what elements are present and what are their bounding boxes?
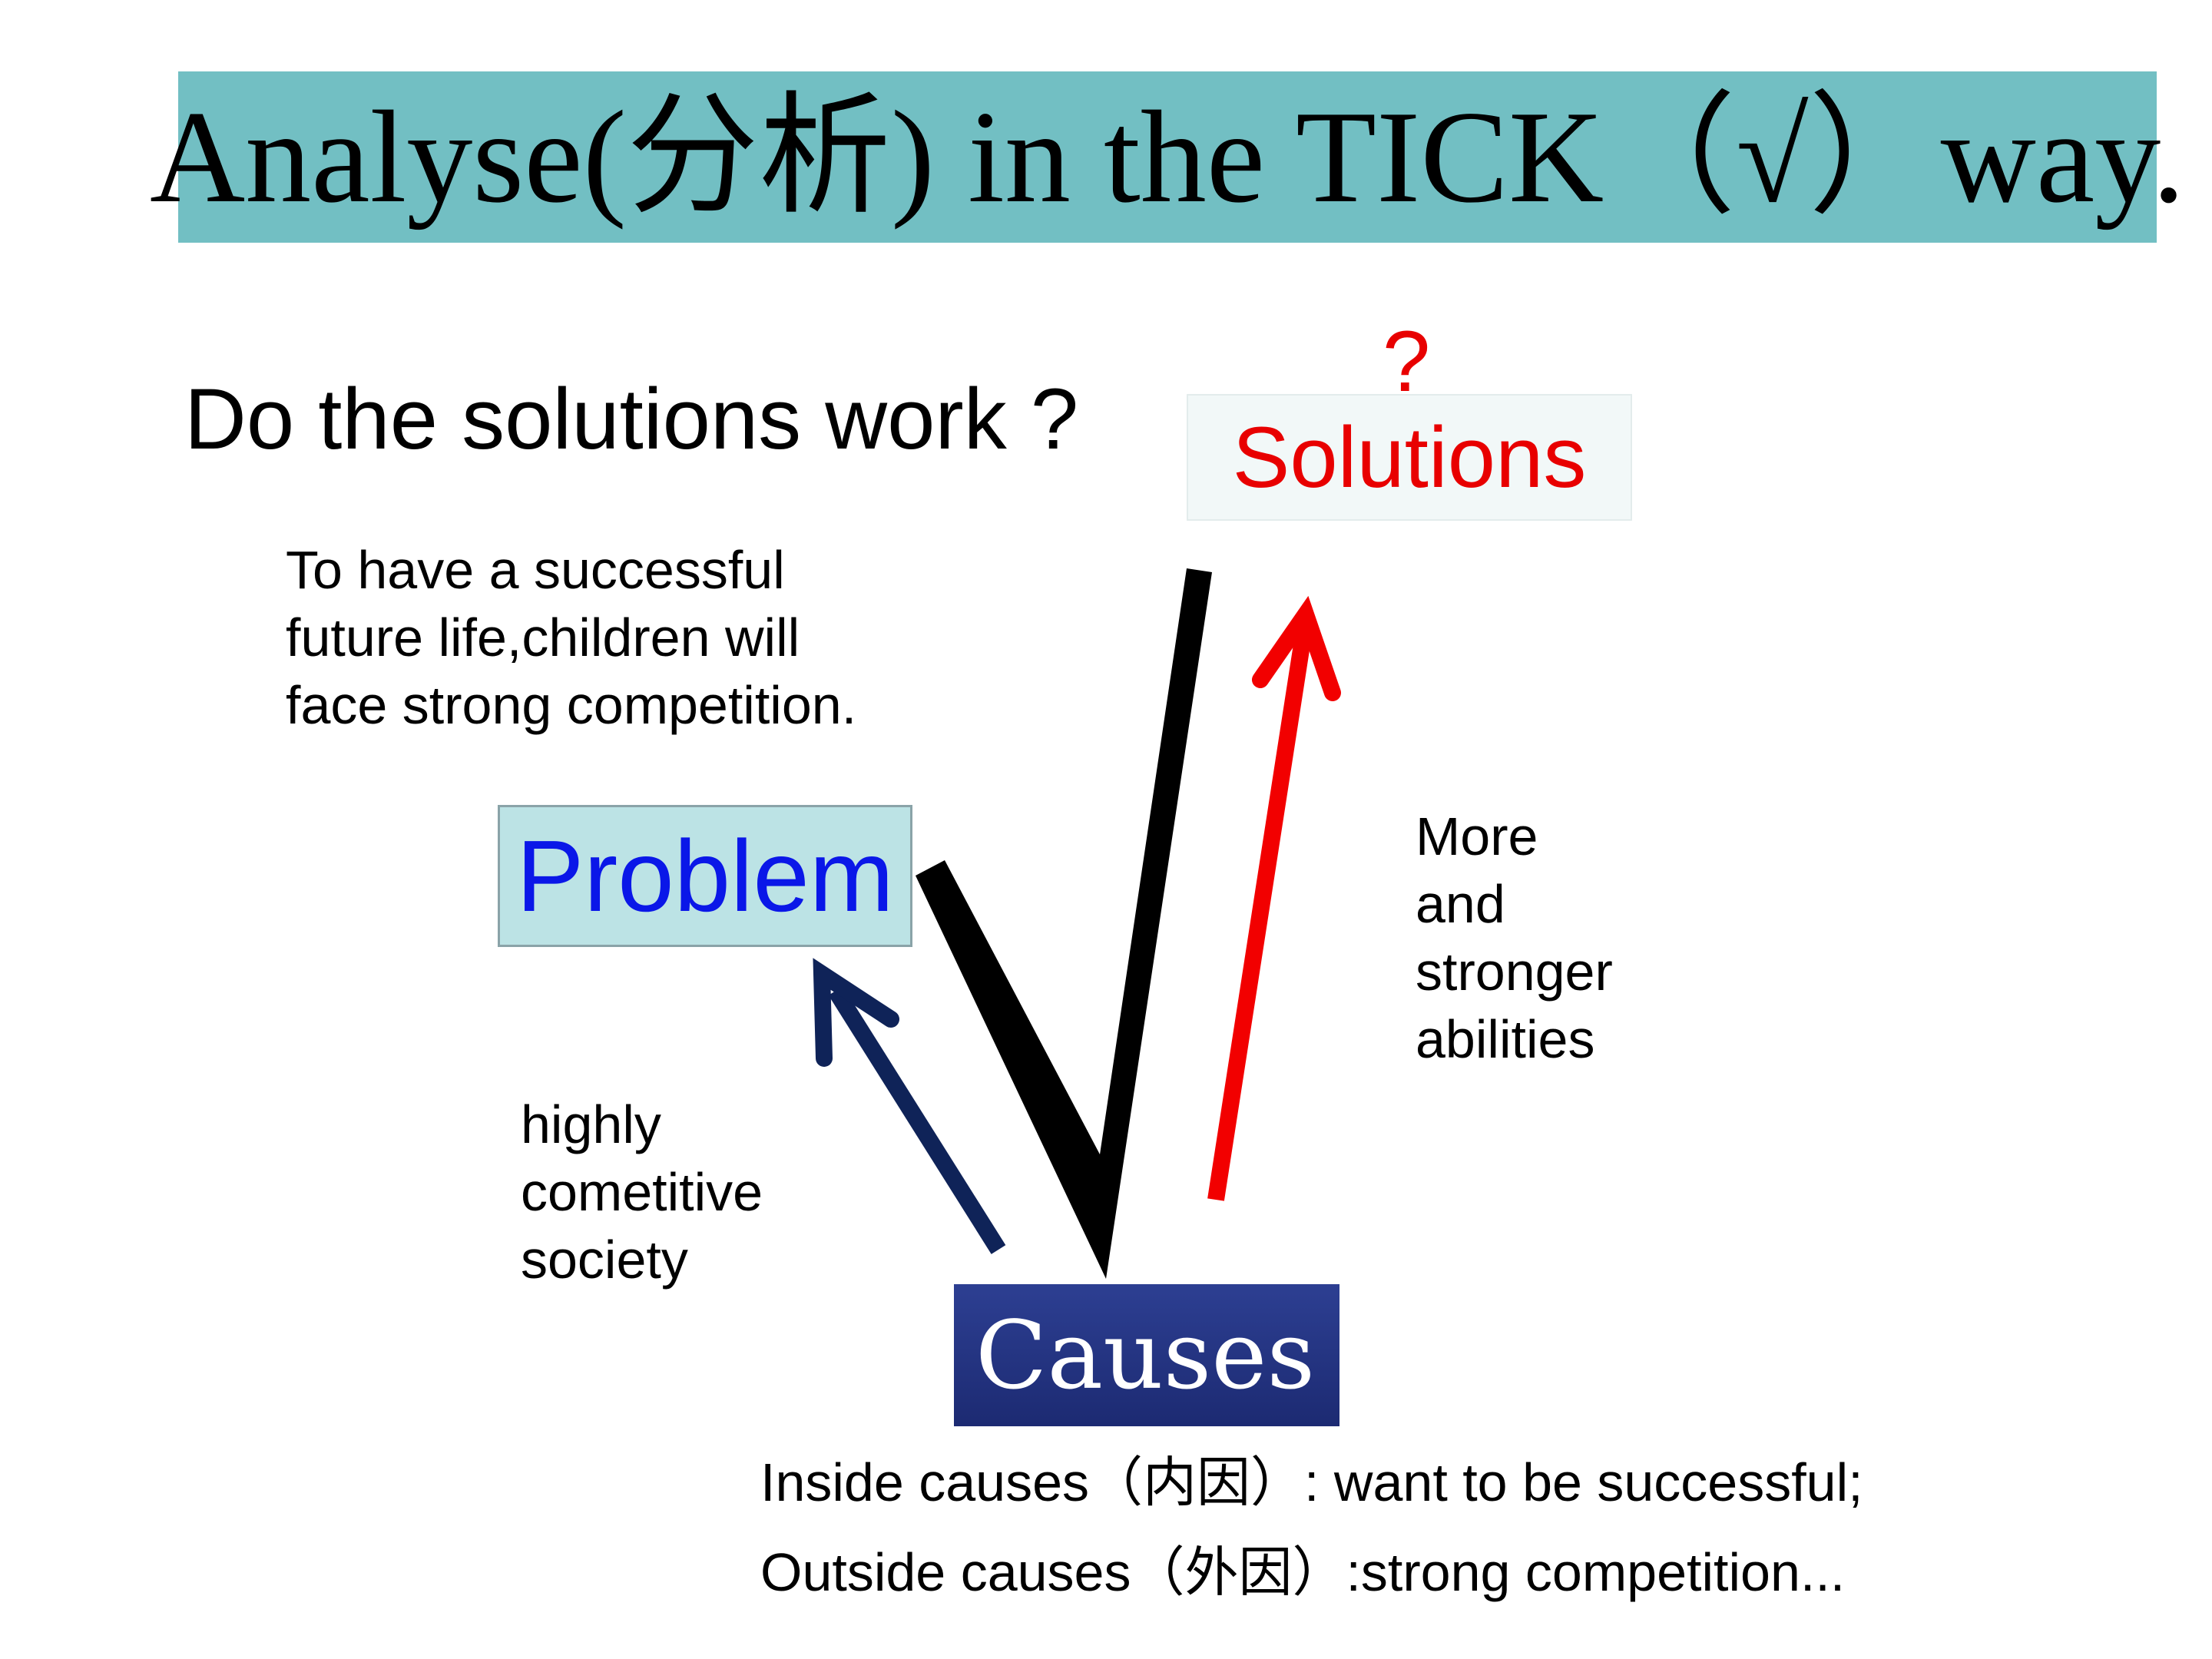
solution-arrow-label: More and stronger abilities xyxy=(1416,806,1613,1069)
inside-causes-text: Inside causes（内因）: want to be successful… xyxy=(760,1452,1863,1512)
problem-description: To have a successful future life,childre… xyxy=(286,540,857,735)
causes-node: Causes xyxy=(954,1284,1339,1426)
cause-to-solution-arrow xyxy=(1207,595,1341,1201)
cause-arrow-label: highly cometitive society xyxy=(521,1094,763,1290)
tick-mark xyxy=(916,568,1212,1279)
outside-causes-text: Outside causes（外因）:strong competition... xyxy=(760,1542,1846,1602)
title-bar: Analyse(分析) in the TICK（√）way. xyxy=(150,71,2185,243)
problem-label: Problem xyxy=(516,819,894,932)
question-text: Do the solutions work ? xyxy=(184,371,1079,467)
solutions-node: Solutions xyxy=(1187,394,1632,521)
causes-label: Causes xyxy=(975,1300,1316,1410)
solutions-label: Solutions xyxy=(1232,409,1587,505)
problem-node: Problem xyxy=(498,805,912,947)
solutions-question-mark: ? xyxy=(1382,313,1431,409)
page-title: Analyse(分析) in the TICK（√）way. xyxy=(149,84,2186,230)
cause-to-problem-arrow xyxy=(813,958,1006,1254)
